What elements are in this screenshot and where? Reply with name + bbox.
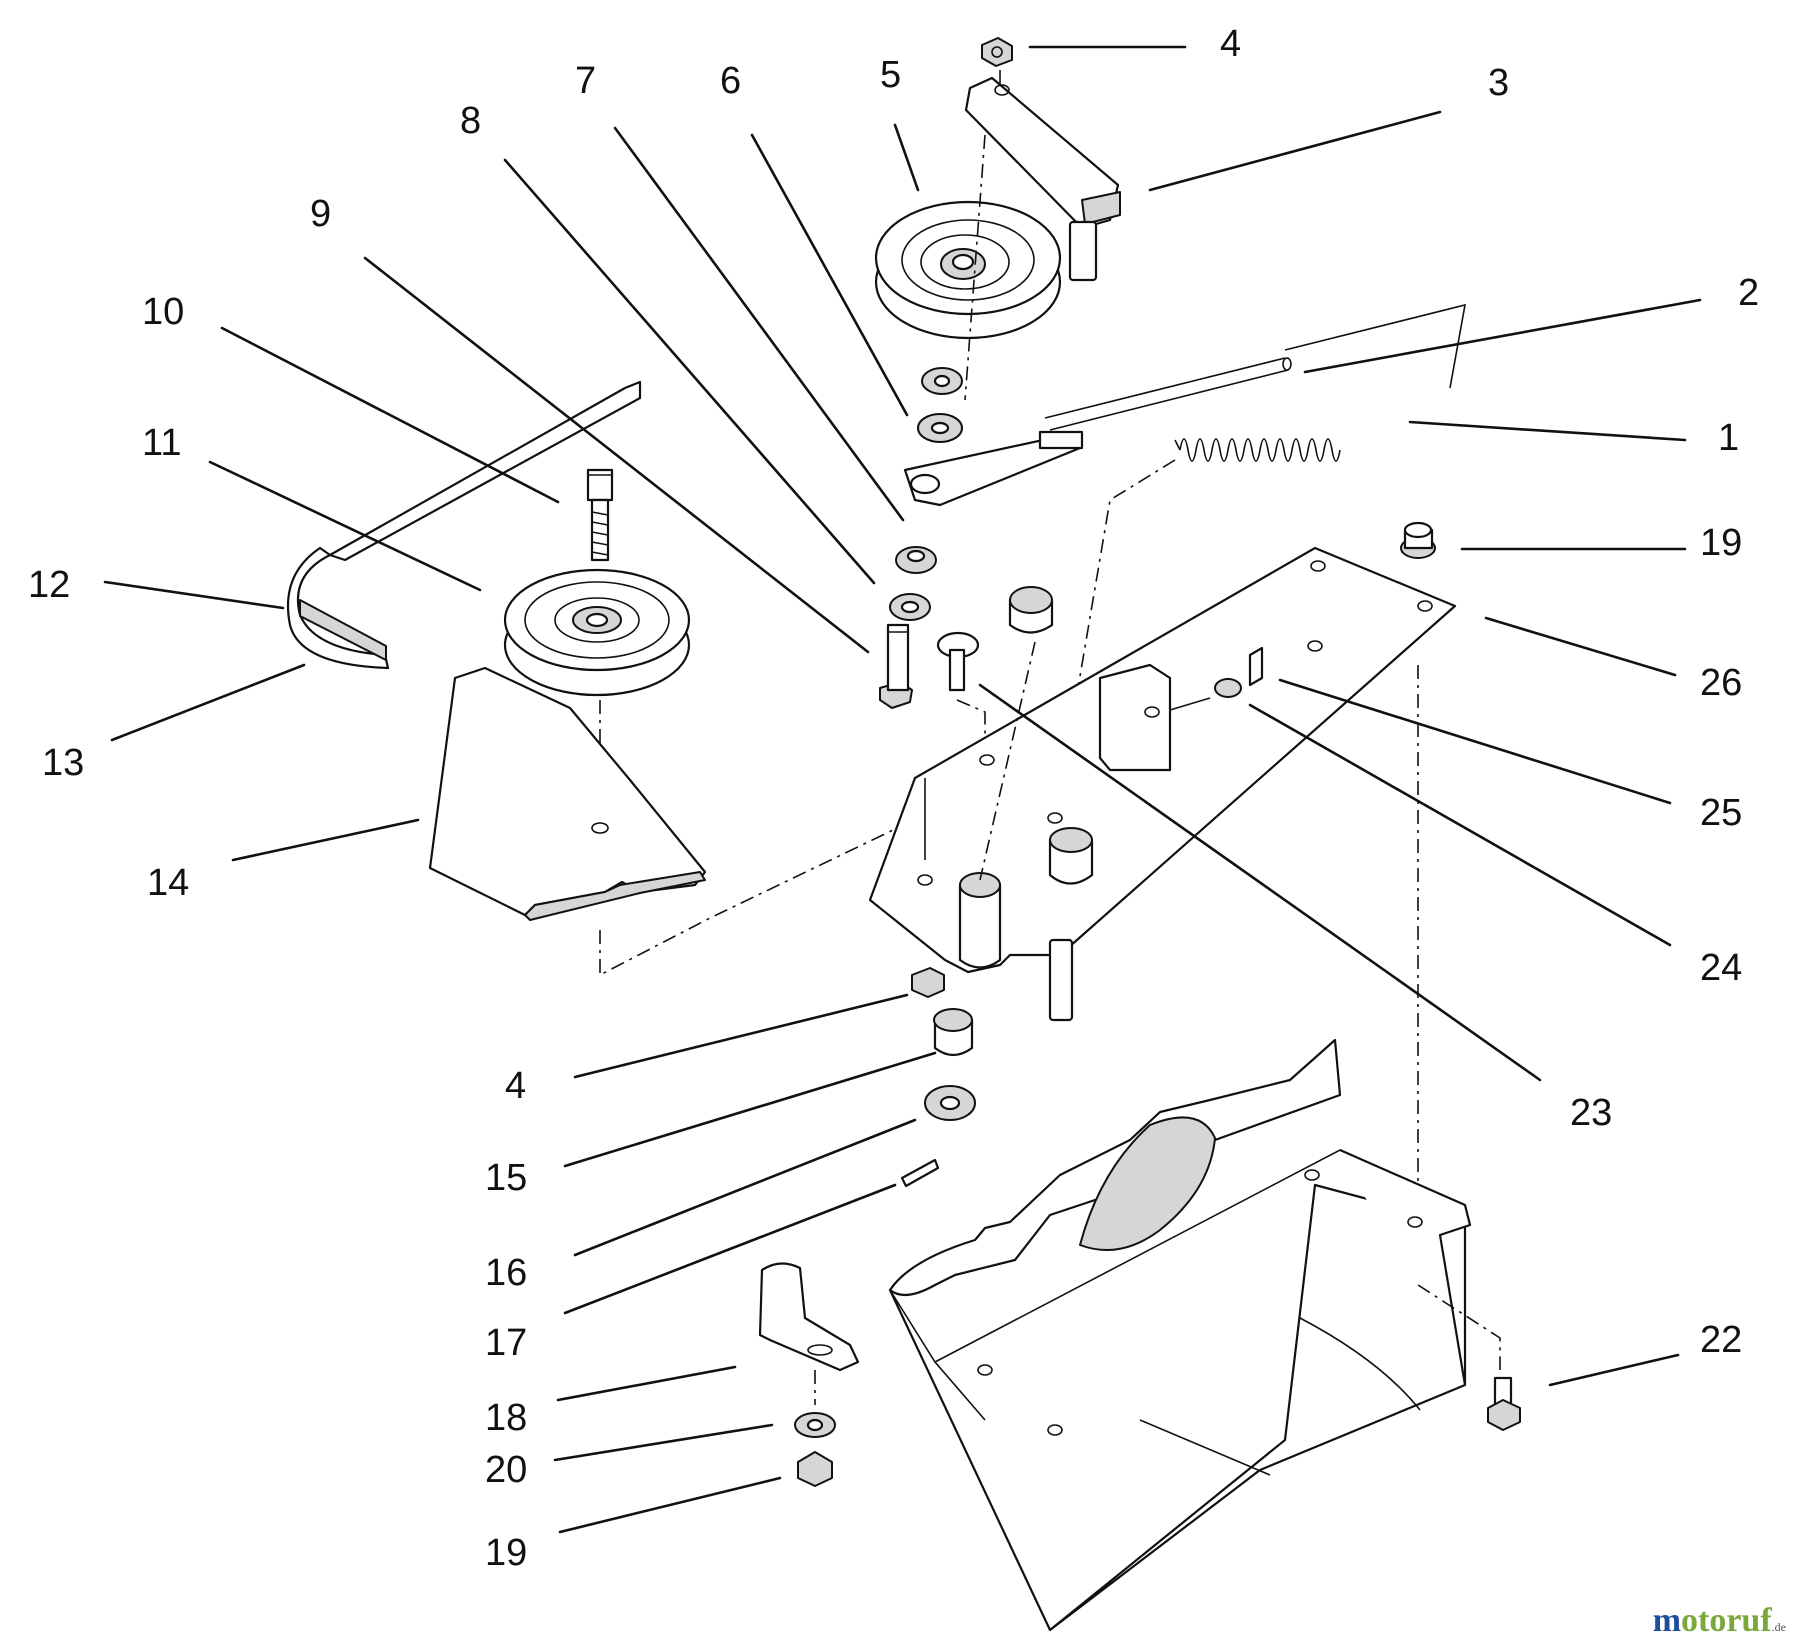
- callout-5: 5: [880, 54, 901, 96]
- callout-7: 7: [575, 60, 596, 102]
- callout-1: 1: [1718, 417, 1739, 459]
- parts-drawing: [286, 37, 1521, 1632]
- belt-guide: [286, 380, 642, 670]
- tension-rod: [903, 303, 1467, 507]
- callout-3: 3: [1488, 62, 1509, 104]
- callout-20: 20: [485, 1449, 527, 1491]
- callout-11: 11: [142, 422, 181, 464]
- spring: [1069, 438, 1341, 736]
- nut-19-lower: [797, 1451, 833, 1487]
- nut-19-top: [1400, 521, 1436, 559]
- lower-pulley: [503, 568, 691, 697]
- watermark-logo: motoruf.de: [1653, 1602, 1786, 1640]
- callout-14: 14: [147, 862, 189, 904]
- washer-24: [1214, 678, 1242, 698]
- chute-housing: [888, 1038, 1472, 1632]
- callout-4-lower: 4: [505, 1065, 526, 1107]
- bolt-9: [879, 623, 913, 709]
- bolt-22: [1487, 1376, 1521, 1431]
- carriage-bolt-23: [936, 631, 980, 692]
- callout-24: 24: [1700, 947, 1742, 989]
- cotter-pin-25: [1248, 646, 1264, 687]
- watermark-suffix: .de: [1771, 1620, 1786, 1634]
- callout-8: 8: [460, 100, 481, 142]
- top-nut: [981, 37, 1013, 67]
- callout-15: 15: [485, 1157, 527, 1199]
- bracket-18: [758, 1262, 860, 1405]
- nut-4-lower: [911, 967, 945, 998]
- angle-bracket: [1098, 663, 1211, 772]
- callout-13: 13: [42, 742, 84, 784]
- upper-pulley: [874, 200, 1062, 340]
- callout-17: 17: [485, 1322, 527, 1364]
- watermark-initial: m: [1652, 1602, 1682, 1639]
- callout-12: 12: [28, 564, 70, 606]
- callout-16: 16: [485, 1252, 527, 1294]
- cotter-pin-17: [900, 1158, 940, 1188]
- pulley-bolt: [586, 468, 614, 562]
- callout-26: 26: [1700, 662, 1742, 704]
- callout-labels: 4 3 5 6 7 8 9 10 11 12 13 14 2 1 19 26 2…: [28, 23, 1759, 1574]
- callout-4-top: 4: [1220, 23, 1241, 65]
- callout-23: 23: [1570, 1092, 1612, 1134]
- callout-25: 25: [1700, 792, 1742, 834]
- bushing-15: [933, 1008, 974, 1057]
- bushing-top: [1008, 586, 1054, 634]
- callout-19-top: 19: [1700, 522, 1742, 564]
- callout-2: 2: [1738, 272, 1759, 314]
- callout-22: 22: [1700, 1319, 1742, 1361]
- callout-10: 10: [142, 291, 184, 333]
- callout-19-lower: 19: [485, 1532, 527, 1574]
- idler-arm: [964, 76, 1121, 282]
- callout-18: 18: [485, 1397, 527, 1439]
- leader-lines: [103, 45, 1702, 1534]
- mount-plate: [868, 546, 1457, 1022]
- callout-9: 9: [310, 193, 331, 235]
- watermark-text: otoruf: [1681, 1602, 1772, 1639]
- callout-6: 6: [720, 60, 741, 102]
- belt-shield: [428, 666, 707, 921]
